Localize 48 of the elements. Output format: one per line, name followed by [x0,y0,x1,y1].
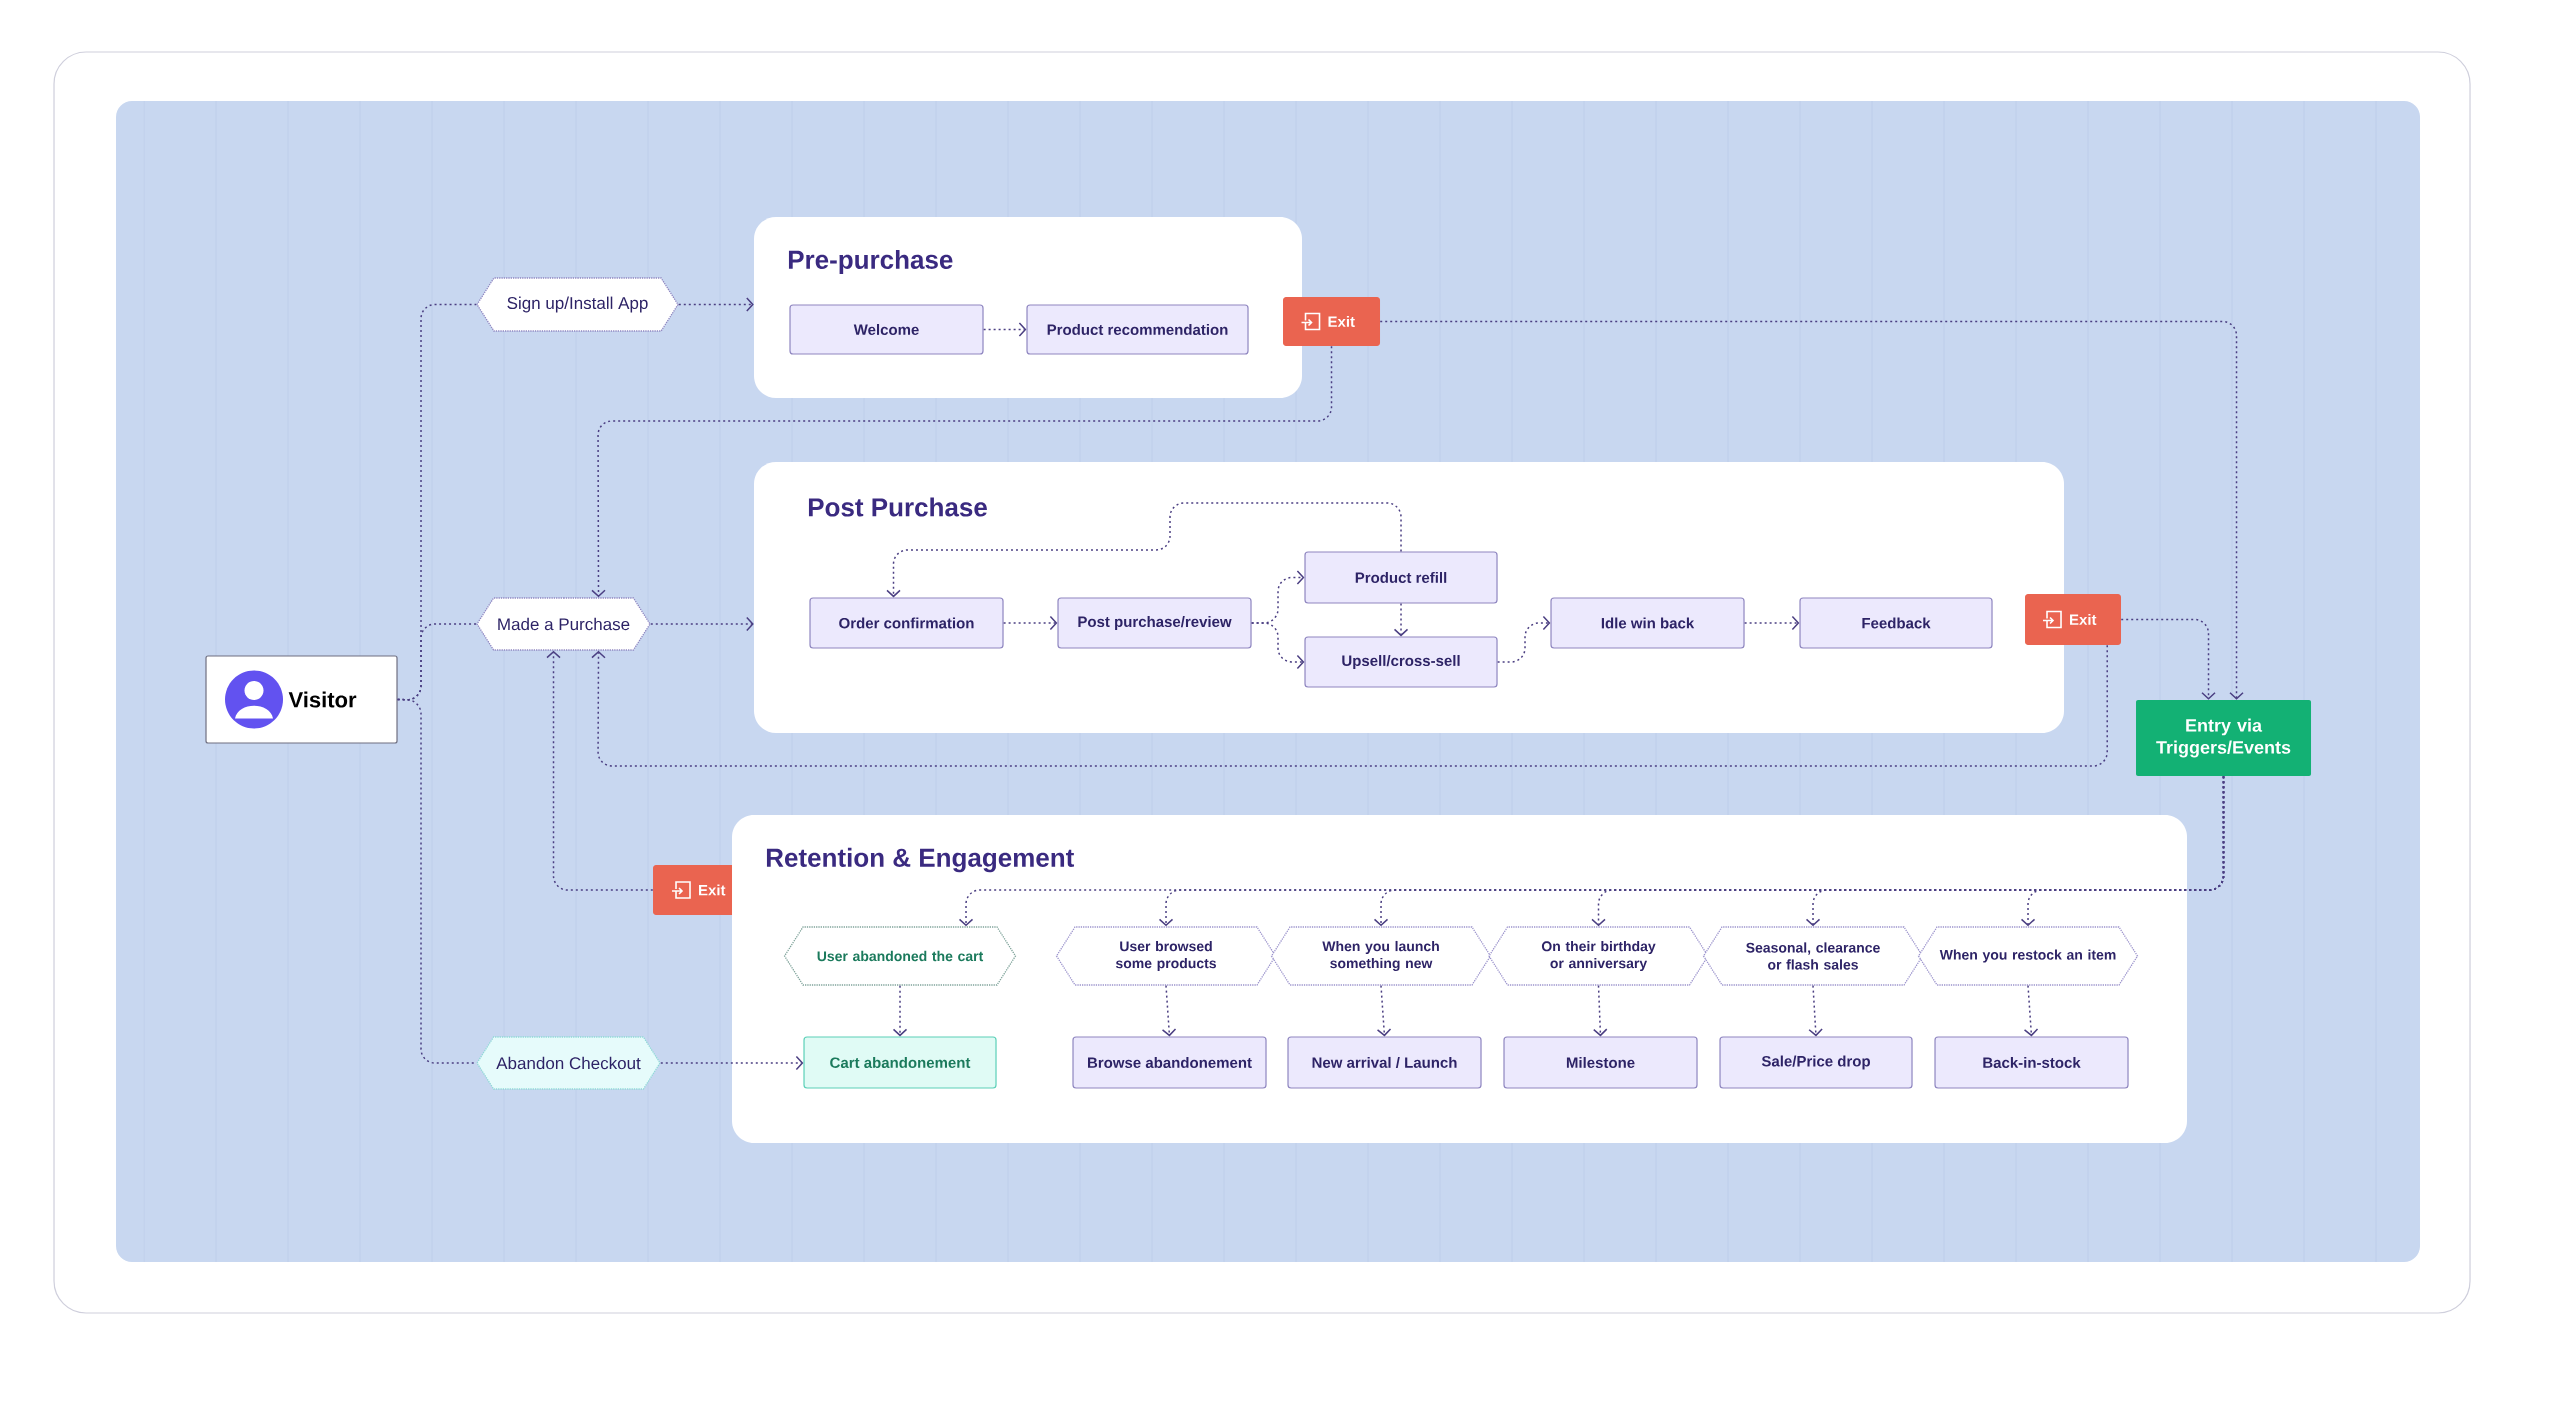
arrow [1376,984,1392,1037]
arrow [591,345,1333,598]
arrow [1808,984,1823,1037]
trigger-hexagon: Abandon Checkout [476,1036,661,1090]
arrow [660,1055,804,1071]
step-box: Product recommendation [1026,304,1249,355]
arrow [2120,618,2216,700]
arrow [1002,615,1058,631]
arrow [886,502,1402,598]
arrow [1743,615,1800,631]
arrow [1593,984,1608,1037]
arrow [1161,984,1177,1037]
step-box: Welcome [789,304,984,355]
trigger-hexagon: User abandoned the cart [783,926,1017,986]
arrow [1379,320,2244,700]
arrow [678,297,754,312]
arrow [1393,602,1409,637]
step-box: Cart abandonement [803,1036,997,1089]
step-box: Back-in-stock [1934,1036,2129,1089]
step-box: Milestone [1503,1036,1698,1089]
step-box: Product refill [1304,551,1498,604]
arrow [892,984,908,1037]
arrow [546,650,654,891]
step-box: New arrival / Launch [1287,1036,1482,1089]
step-box: Post purchase/review [1057,597,1252,649]
step-box: Feedback [1799,597,1993,649]
trigger-hexagon: When you launch something new [1270,926,1492,986]
arrow [591,644,2108,767]
trigger-hexagon: On their birthday or anniversary [1488,926,1709,986]
step-box: Idle win back [1550,597,1745,649]
step-box: Sale/Price drop [1719,1036,1913,1089]
arrow [650,616,754,632]
trigger-hexagon: Sign up/Install App [476,277,679,332]
exit-button: Exit [1283,297,1380,346]
arrow [2023,984,2039,1037]
step-box: Upsell/cross-sell [1304,636,1498,688]
trigger-hexagon: Made a Purchase [476,597,651,651]
step-box: Order confirmation [809,597,1004,649]
trigger-hexagon: User browsed some products [1055,926,1277,986]
exit-button: Exit [2025,594,2121,645]
arrow [982,322,1027,337]
step-box: Browse abandonement [1072,1036,1267,1089]
trigger-hexagon: Seasonal, clearance or flash sales [1702,926,1924,986]
arrow [2020,775,2225,927]
arrow [1496,615,1551,663]
trigger-hexagon: When you restock an item [1917,926,2139,986]
arrow [1250,622,1305,670]
entry-box: Entry via Triggers/Events [2136,700,2311,776]
